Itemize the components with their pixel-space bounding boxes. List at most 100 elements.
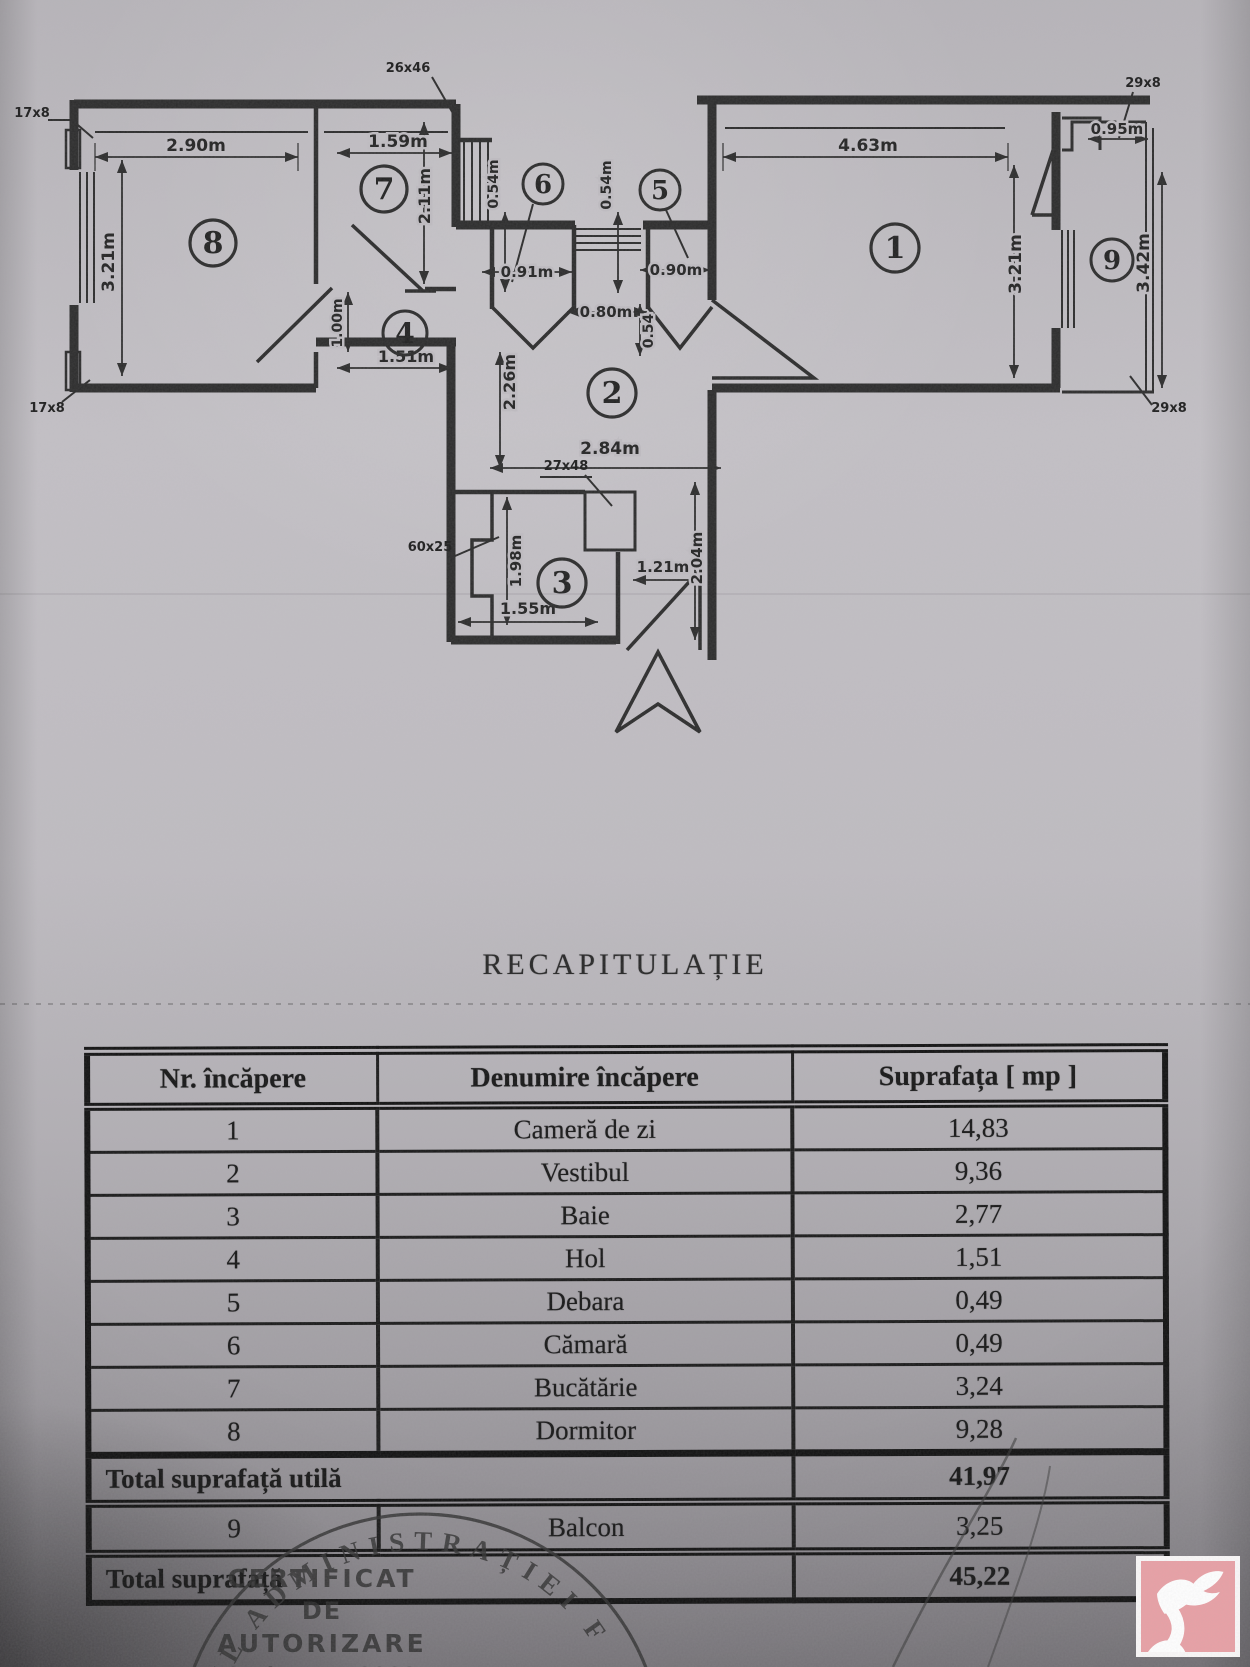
recap-table-wrap: Nr. încăpere Denumire încăpere Suprafața… <box>84 1043 1170 1606</box>
dim-054-c: 0.54 <box>641 313 657 348</box>
total-area-row: Total suprafață 45,22 <box>88 1550 1167 1603</box>
header-nr: Nr. încăpere <box>87 1050 378 1107</box>
cell-name: Hol <box>377 1235 793 1281</box>
exterior-walls <box>69 95 1150 660</box>
interior-walls <box>64 104 1154 644</box>
room-6-label: 6 <box>534 170 552 200</box>
dim-159: 1.59m <box>368 132 428 152</box>
dim-054-a: 0.54m <box>486 159 502 208</box>
table-row: 5 Debara 0,49 <box>87 1277 1166 1325</box>
dim-321-left: 3.21m <box>99 232 119 292</box>
page-title: RECAPITULAȚIE <box>482 948 768 981</box>
dim-463: 4.63m <box>838 136 898 156</box>
total-useful-value: 41,97 <box>793 1451 1167 1502</box>
dim-095: 0.95m <box>1091 120 1144 138</box>
total-useful-area-row: Total suprafață utilă 41,97 <box>88 1451 1167 1504</box>
room-7-label: 7 <box>374 172 395 207</box>
cell-nr: 6 <box>87 1323 379 1368</box>
floorplan: 2.90m 1.59m 4.63m 0.95m 3.21m 2.11m 0.54… <box>14 61 1187 734</box>
room-3-label: 3 <box>552 566 573 601</box>
cell-nr: 4 <box>87 1237 378 1282</box>
table-row: 1 Cameră de zi 14,83 <box>87 1103 1166 1153</box>
tag-29x8-top: 29x8 <box>1125 76 1161 91</box>
table-row: 4 Hol 1,51 <box>87 1234 1166 1282</box>
dim-204: 2.04m <box>688 532 706 585</box>
dim-290: 2.90m <box>166 136 226 156</box>
dim-198: 1.98m <box>507 535 525 588</box>
door-swings <box>255 134 1060 652</box>
cell-nr: 3 <box>87 1194 378 1239</box>
tag-27x48: 27x48 <box>544 459 589 474</box>
room-2-label: 2 <box>602 376 623 411</box>
room-1-label: 1 <box>885 231 906 266</box>
table-row: 6 Cămară 0,49 <box>87 1320 1167 1368</box>
room-8-label: 8 <box>203 226 224 261</box>
table-row: 2 Vestibul 9,36 <box>87 1148 1166 1196</box>
cell-name: Bucătărie <box>378 1364 794 1410</box>
cell-area: 0,49 <box>792 1320 1167 1365</box>
table-row: 7 Bucătărie 3,24 <box>88 1363 1167 1411</box>
cell-name: Cămară <box>377 1321 794 1367</box>
total-useful-label: Total suprafață utilă <box>88 1452 794 1504</box>
dim-321-right: 3.21m <box>1006 234 1026 294</box>
table-row: 3 Baie 2,77 <box>87 1191 1166 1239</box>
balcony-row: 9 Balcon 3,25 <box>88 1500 1167 1554</box>
dim-151: 1.51m <box>378 347 434 366</box>
cell-area: 9,36 <box>792 1148 1166 1193</box>
tag-60x25: 60x25 <box>408 540 453 555</box>
cell-name: Vestibul <box>377 1149 793 1195</box>
dim-100: 1.00m <box>330 298 346 347</box>
room-4-label: 4 <box>395 317 414 350</box>
stamp-line-4: Seria B Nr 2222 <box>226 1663 418 1667</box>
tag-29x8-bottom: 29x8 <box>1151 401 1187 416</box>
cell-area: 0,49 <box>792 1277 1166 1322</box>
cell-name: Dormitor <box>378 1407 794 1455</box>
dim-155: 1.55m <box>500 599 556 618</box>
cell-name: Baie <box>377 1192 793 1238</box>
table-header-row: Nr. încăpere Denumire încăpere Suprafața… <box>87 1047 1166 1107</box>
cell-area: 9,28 <box>793 1406 1167 1453</box>
tag-26x46: 26x46 <box>386 61 431 76</box>
dim-090: 0.90m <box>650 261 703 279</box>
header-area: Suprafața [ mp ] <box>792 1047 1166 1105</box>
cell-nr: 7 <box>88 1366 379 1411</box>
room-5-label: 5 <box>651 176 669 206</box>
recap-table: Nr. încăpere Denumire încăpere Suprafața… <box>84 1043 1170 1606</box>
cell-nr: 5 <box>87 1280 378 1325</box>
north-arrow-icon <box>614 648 702 734</box>
table-row: 8 Dormitor 9,28 <box>88 1406 1167 1456</box>
stamp-line-3: AUTORIZARE <box>217 1629 427 1658</box>
dim-054-b: 0.54m <box>599 160 615 209</box>
dim-284: 2.84m <box>580 439 640 459</box>
dim-211: 2.11m <box>415 168 434 224</box>
room-markers: 8 7 6 5 4 2 3 1 9 <box>188 162 1135 609</box>
dim-121: 1.21m <box>637 558 690 576</box>
dove-logo-background <box>1141 1561 1235 1656</box>
total-area-value: 45,22 <box>793 1550 1167 1601</box>
dimension-lines <box>94 122 1168 640</box>
dim-226: 2.26m <box>500 354 519 410</box>
cell-area: 1,51 <box>792 1234 1166 1279</box>
cell-area: 3,24 <box>793 1363 1167 1408</box>
header-name: Denumire încăpere <box>377 1048 793 1106</box>
window-hatches <box>79 142 1075 328</box>
cell-nr: 1 <box>87 1105 378 1153</box>
tag-17x8-top: 17x8 <box>14 106 50 121</box>
cell-name: Debara <box>377 1278 793 1324</box>
cell-area: 3,25 <box>793 1500 1167 1552</box>
dim-080: 0.80m <box>580 303 633 321</box>
dove-icon <box>1147 1571 1224 1656</box>
cell-area: 2,77 <box>792 1191 1166 1236</box>
cell-nr: 2 <box>87 1151 378 1196</box>
cell-nr: 9 <box>88 1502 379 1554</box>
cell-area: 14,83 <box>792 1103 1166 1150</box>
leader-lines <box>48 76 1153 557</box>
room-9-label: 9 <box>1103 246 1121 276</box>
cell-name: Cameră de zi <box>377 1104 793 1152</box>
cell-nr: 8 <box>88 1409 379 1456</box>
cell-name: Balcon <box>378 1501 794 1553</box>
dove-logo <box>1136 1556 1240 1657</box>
tag-17x8-bottom: 17x8 <box>29 401 65 416</box>
dim-342: 3.42m <box>1134 233 1154 293</box>
